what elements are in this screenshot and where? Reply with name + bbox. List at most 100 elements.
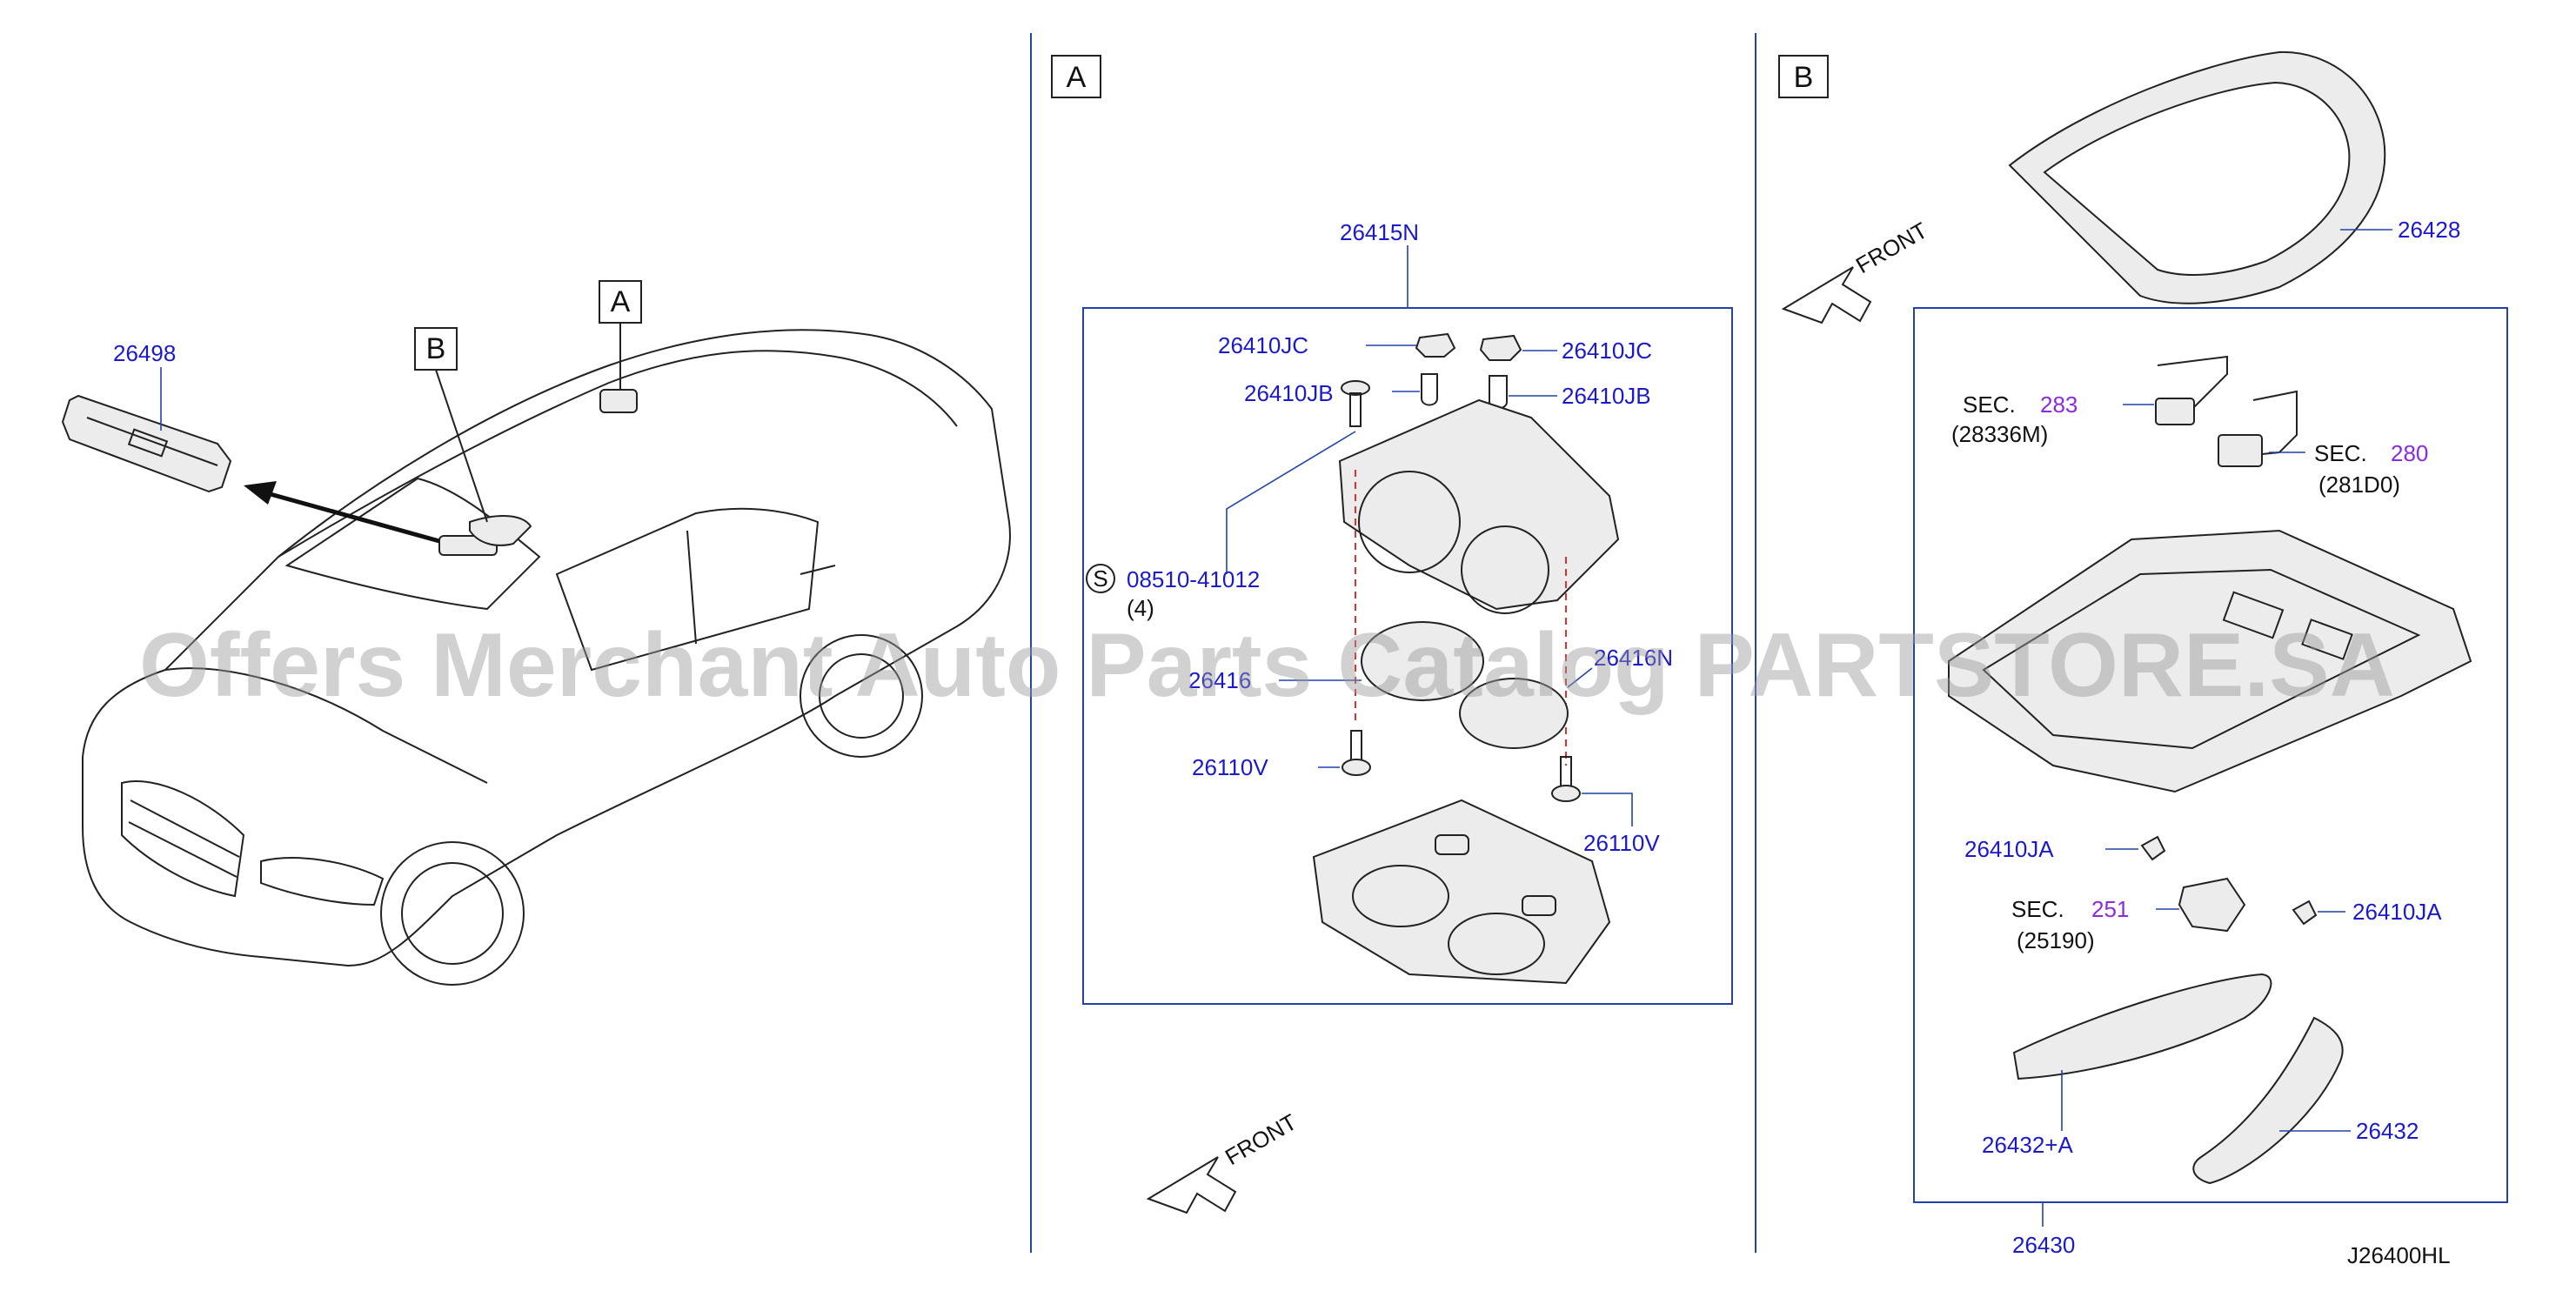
cover-opening-left xyxy=(1352,865,1449,927)
car-body-outline xyxy=(82,329,1011,967)
part-console-cover[interactable] xyxy=(1312,799,1611,985)
label-26428[interactable]: 26428 xyxy=(2398,217,2460,243)
rear-view-mirror xyxy=(469,515,532,546)
front-label-a: FRONT xyxy=(1221,1108,1301,1170)
screw-symbol: S xyxy=(1093,565,1107,592)
part-26416N-lens[interactable] xyxy=(1459,678,1569,749)
label-26416[interactable]: 26416 xyxy=(1188,667,1251,693)
grille-bar xyxy=(130,799,240,858)
part-26498-lamp[interactable] xyxy=(61,394,232,493)
cover-switch-left xyxy=(1435,834,1469,855)
sec-280-number[interactable]: 280 xyxy=(2391,440,2428,466)
sec-251-code: (25190) xyxy=(2017,927,2095,953)
label-26410JC-right[interactable]: 26410JC xyxy=(1562,338,1652,364)
lamp-lens-edge xyxy=(86,417,218,466)
screw-head xyxy=(1551,785,1581,802)
part-26416-lens[interactable] xyxy=(1361,621,1484,701)
car-rear-rim xyxy=(819,653,904,739)
part-26110V-screw-right[interactable] xyxy=(1551,756,1581,802)
car-roofline xyxy=(278,350,958,558)
label-26410JB-right[interactable]: 26410JB xyxy=(1562,383,1651,409)
screw-shank xyxy=(1350,730,1362,763)
sensor-251[interactable] xyxy=(2178,877,2246,933)
sec-283-number[interactable]: 283 xyxy=(2040,391,2078,418)
car-hood-line xyxy=(164,667,488,784)
callout-b-box xyxy=(1778,55,1829,98)
callout-b-label: B xyxy=(1794,61,1814,94)
screw-head xyxy=(1341,380,1370,396)
console-base-inner xyxy=(1982,568,2421,750)
label-26432[interactable]: 26432 xyxy=(2356,1118,2419,1144)
front-arrow-a: FRONT xyxy=(1146,1108,1301,1214)
screw-shank xyxy=(1349,392,1362,427)
car-side-window xyxy=(555,507,820,672)
assembly-box-26430 xyxy=(1913,307,2508,1203)
callout-a-label: A xyxy=(1067,61,1087,94)
lamp-lens-body xyxy=(61,394,232,493)
diagram-code: J26400HL xyxy=(2347,1242,2451,1268)
cover-body xyxy=(1312,799,1611,985)
label-26498[interactable]: 26498 xyxy=(113,340,176,366)
part-lamp-housing[interactable] xyxy=(1338,398,1620,614)
part-08510-41012-screw[interactable] xyxy=(1341,380,1370,427)
car-grille xyxy=(121,780,245,898)
screw-head xyxy=(1342,759,1371,776)
part-26428-frame[interactable] xyxy=(2008,50,2386,304)
front-arrow-shape xyxy=(1781,266,1872,324)
label-26410JB-left[interactable]: 26410JB xyxy=(1244,380,1334,406)
part-26410JB-left[interactable] xyxy=(1421,373,1438,406)
harness-280[interactable] xyxy=(2235,390,2298,458)
screw-shank xyxy=(1560,756,1572,789)
car-windshield xyxy=(284,477,541,611)
part-26410JA-left[interactable] xyxy=(2140,835,2166,861)
part-26432-trim[interactable] xyxy=(2192,1016,2344,1185)
callout-a-label-car: A xyxy=(611,285,631,318)
label-26110V-right[interactable]: 26110V xyxy=(1583,830,1660,856)
car-overview xyxy=(82,329,1011,986)
label-08510-41012[interactable]: 08510-41012 xyxy=(1127,566,1260,592)
label-26416N[interactable]: 26416N xyxy=(1594,645,1673,671)
leader-26416N xyxy=(1567,667,1593,688)
connector-280 xyxy=(2218,434,2263,467)
label-qty-4: (4) xyxy=(1127,595,1154,621)
console-base-body xyxy=(1948,529,2472,793)
part-26432A-trim[interactable] xyxy=(2012,973,2272,1080)
housing-body xyxy=(1338,398,1620,611)
console-base-slot xyxy=(2301,619,2353,660)
sec-251-prefix: SEC. xyxy=(2011,896,2064,922)
cover-opening-right xyxy=(1448,913,1545,975)
callout-a-box xyxy=(1051,55,1101,98)
label-26110V-left[interactable]: 26110V xyxy=(1192,754,1268,780)
lamp-lens-slot xyxy=(127,428,169,458)
arrow-head xyxy=(244,481,277,505)
sec-251-number[interactable]: 251 xyxy=(2091,896,2129,922)
cover-switch-right xyxy=(1522,895,1556,916)
car-front-rim xyxy=(401,862,504,965)
label-26432A[interactable]: 26432+A xyxy=(1982,1132,2073,1158)
leader-26110V-right xyxy=(1582,793,1633,826)
part-26410JC-right[interactable] xyxy=(1479,334,1522,361)
part-26410JA-right[interactable] xyxy=(2292,900,2318,926)
arrow-shaft xyxy=(260,489,440,544)
part-26410JC-left[interactable] xyxy=(1415,332,1456,358)
part-26110V-screw-left[interactable] xyxy=(1342,730,1371,776)
car-front-wheel xyxy=(380,841,525,986)
label-26430[interactable]: 26430 xyxy=(2012,1232,2075,1258)
sec-280-prefix: SEC. xyxy=(2314,440,2367,466)
sec-283-prefix: SEC. xyxy=(1963,391,2016,418)
frame-inner xyxy=(2043,81,2351,276)
part-26410JB-right[interactable] xyxy=(1489,375,1508,410)
label-26410JA-right[interactable]: 26410JA xyxy=(2352,899,2442,925)
socket-body xyxy=(1479,334,1522,361)
label-26415N[interactable]: 26415N xyxy=(1340,219,1419,245)
label-26410JC-left[interactable]: 26410JC xyxy=(1218,332,1308,358)
label-26410JA-left[interactable]: 26410JA xyxy=(1964,836,2054,862)
housing-reflector-right xyxy=(1461,525,1549,614)
watermark-text: Offers Merchant Auto Parts Catalog PARTS… xyxy=(139,615,2395,716)
sec-280-code: (281D0) xyxy=(2318,472,2400,498)
front-arrow-b: FRONT xyxy=(1781,217,1932,324)
part-overhead-console-base[interactable] xyxy=(1948,529,2472,793)
car-door-handle xyxy=(800,565,836,575)
